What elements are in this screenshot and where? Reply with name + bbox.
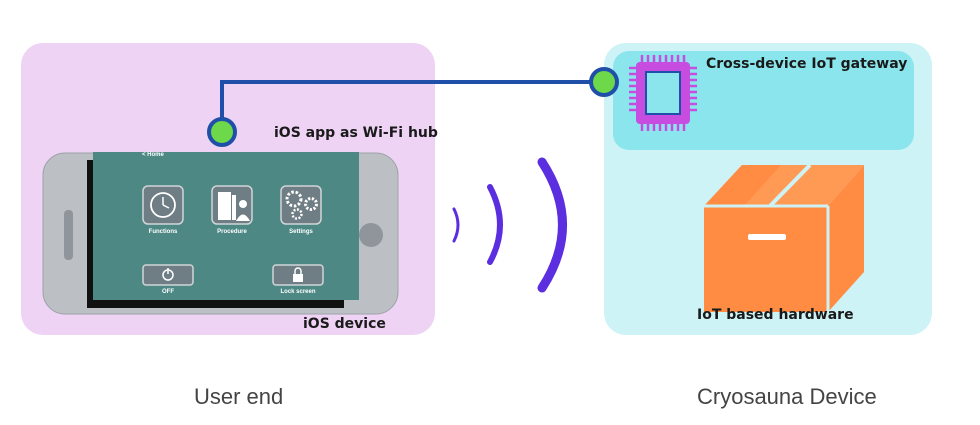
procedure-label: Procedure xyxy=(217,229,247,235)
settings-label: Settings xyxy=(289,229,313,235)
off-button[interactable]: OFF xyxy=(142,264,194,295)
hub-connector-node xyxy=(207,117,237,147)
functions-label: Functions xyxy=(149,229,178,235)
clock-icon xyxy=(150,192,176,218)
gateway-connector-node xyxy=(589,67,619,97)
person-icon xyxy=(239,200,247,208)
off-label: OFF xyxy=(162,289,174,295)
home-button-icon xyxy=(359,223,383,247)
procedure-button[interactable]: Procedure xyxy=(211,185,253,235)
user-end-caption: User end xyxy=(194,384,284,409)
wifi-waves-icon xyxy=(452,157,567,293)
functions-button[interactable]: Functions xyxy=(142,185,184,235)
hardware-label: IoT based hardware xyxy=(697,307,854,323)
ios-device-label: iOS device xyxy=(303,316,386,332)
gear-icon xyxy=(285,190,303,208)
connector-line xyxy=(220,80,604,132)
lock-screen-label: Lock screen xyxy=(280,289,315,295)
home-link[interactable]: < Home xyxy=(142,152,165,158)
cryosauna-device-caption: Cryosauna Device xyxy=(697,384,877,409)
settings-button[interactable]: Settings xyxy=(280,185,322,235)
lock-screen-button[interactable]: Lock screen xyxy=(272,264,324,295)
speaker-slot xyxy=(64,210,73,260)
cabin-icon xyxy=(218,192,231,220)
processor-chip-icon xyxy=(629,55,697,131)
ios-app-hub-label: iOS app as Wi-Fi hub xyxy=(274,125,438,141)
hardware-box-icon xyxy=(704,163,864,312)
lock-icon xyxy=(293,274,303,282)
gateway-label: Cross-device IoT gateway xyxy=(706,56,908,72)
